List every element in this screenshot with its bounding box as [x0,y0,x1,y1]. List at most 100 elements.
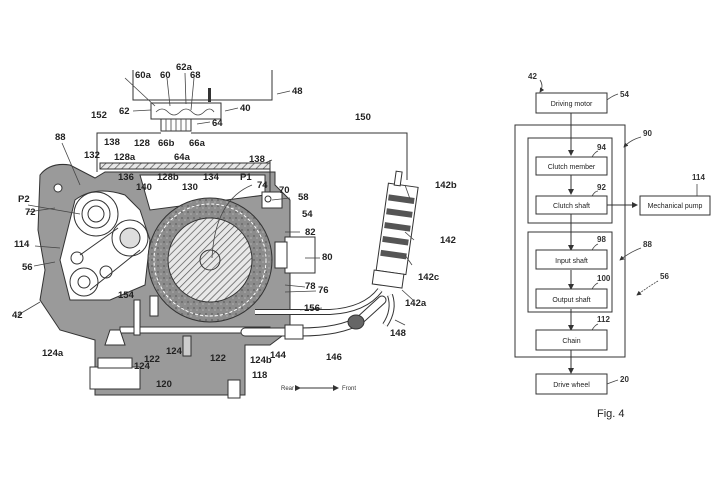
label-72: 72 [25,207,36,218]
ref-88: 88 [643,240,652,249]
label-56: 56 [22,262,33,273]
label-76: 76 [318,285,329,296]
label-122-b: 122 [210,353,226,364]
label-118: 118 [252,370,267,381]
label-124a: 124a [42,348,64,359]
ref-90: 90 [643,129,652,138]
label-140: 140 [136,182,152,193]
label-156: 156 [304,303,320,314]
label-58: 58 [298,192,309,203]
ref-94: 94 [597,143,606,152]
label-80: 80 [322,252,333,263]
label-120: 120 [156,379,172,390]
coupling-148 [347,314,365,330]
label-78: 78 [305,281,316,292]
block-clutch-member-label: Clutch member [548,164,596,171]
oil-cooler-142 [371,170,419,289]
label-142: 142 [440,235,456,246]
coupling-144 [284,324,304,340]
ref-56: 56 [660,272,669,281]
label-66b: 66b [158,138,175,149]
ref-92: 92 [597,183,606,192]
block-clutch-shaft [535,195,608,215]
pump-internals [155,108,215,116]
block-drive-wheel-label: Drive wheel [553,382,590,389]
block-diagram: 42 Driving motor 54 Clutch member 94 Clu… [514,72,711,420]
block-chain [535,329,608,351]
block-driving-motor-label: Driving motor [551,101,593,108]
label-40: 40 [240,103,251,114]
label-128b: 128b [157,172,179,183]
label-124-c: 124 [166,346,183,357]
label-74: 74 [257,180,268,191]
label-62: 62 [119,106,130,117]
label-142c: 142c [418,272,439,283]
ref-20: 20 [620,375,629,384]
ref-100: 100 [597,274,611,283]
label-62a: 62a [176,62,193,73]
label-142b: 142b [435,180,457,191]
leader-lines [17,72,415,326]
label-134: 134 [203,172,220,183]
label-42: 42 [12,310,23,321]
label-152: 152 [91,110,107,121]
label-128a: 128a [114,152,136,163]
block-driving-motor [535,92,608,114]
chain-drive-56 [53,183,151,301]
pipe-150 [191,132,408,180]
ref-54: 54 [620,90,629,99]
label-136: 136 [118,172,134,183]
rear-label: Rear [281,386,294,392]
label-124b: 124b [250,355,272,366]
filter-64 [160,118,192,132]
ref-112: 112 [597,315,610,324]
pump-housing-40 [150,102,222,120]
label-128: 128 [134,138,150,149]
label-132: 132 [84,150,100,161]
block-clutch-member [535,156,608,176]
oil-duct-128 [99,162,271,170]
ref-114: 114 [692,173,705,182]
label-88: 88 [55,132,66,143]
label-124-d: 124 [134,361,151,372]
label-144: 144 [270,350,287,361]
block-output-shaft-label: Output shaft [552,297,590,304]
figure-caption: Fig. 4 [597,408,625,420]
ref-98: 98 [597,235,606,244]
label-122-a: 122 [144,354,160,365]
ref-42: 42 [528,72,537,81]
label-154: 154 [118,290,135,301]
label-82: 82 [305,227,316,238]
label-64: 64 [212,118,223,129]
block-mechanical-pump-label: Mechanical pump [648,203,703,210]
block-mechanical-pump [639,195,711,216]
label-130: 130 [182,182,198,193]
label-P1: P1 [240,172,252,183]
label-146: 146 [326,352,342,363]
label-60a: 60a [135,70,152,81]
label-64a: 64a [174,152,191,163]
block-clutch-shaft-label: Clutch shaft [553,203,590,210]
pipe-152 [96,132,161,172]
label-114: 114 [14,239,30,250]
block-chain-label: Chain [562,338,580,345]
lower-oil-passages [89,295,271,399]
tank-48 [132,70,273,101]
label-142a: 142a [405,298,427,309]
label-148: 148 [390,328,406,339]
connector-80 [284,236,316,274]
bolt [208,88,211,102]
label-60: 60 [160,70,171,81]
label-150: 150 [355,112,371,123]
mechanical-drawing: Rear Front 48 40 60a 60 62a 68 62 64 66b [12,62,457,399]
front-label: Front [342,386,356,392]
label-66a: 66a [189,138,206,149]
block-output-shaft [535,288,608,309]
label-48: 48 [292,86,303,97]
block-input-shaft [535,249,608,270]
flow-arrows [568,113,638,374]
label-70: 70 [279,185,290,196]
label-P2: P2 [18,194,30,205]
label-138-right: 138 [249,154,265,165]
